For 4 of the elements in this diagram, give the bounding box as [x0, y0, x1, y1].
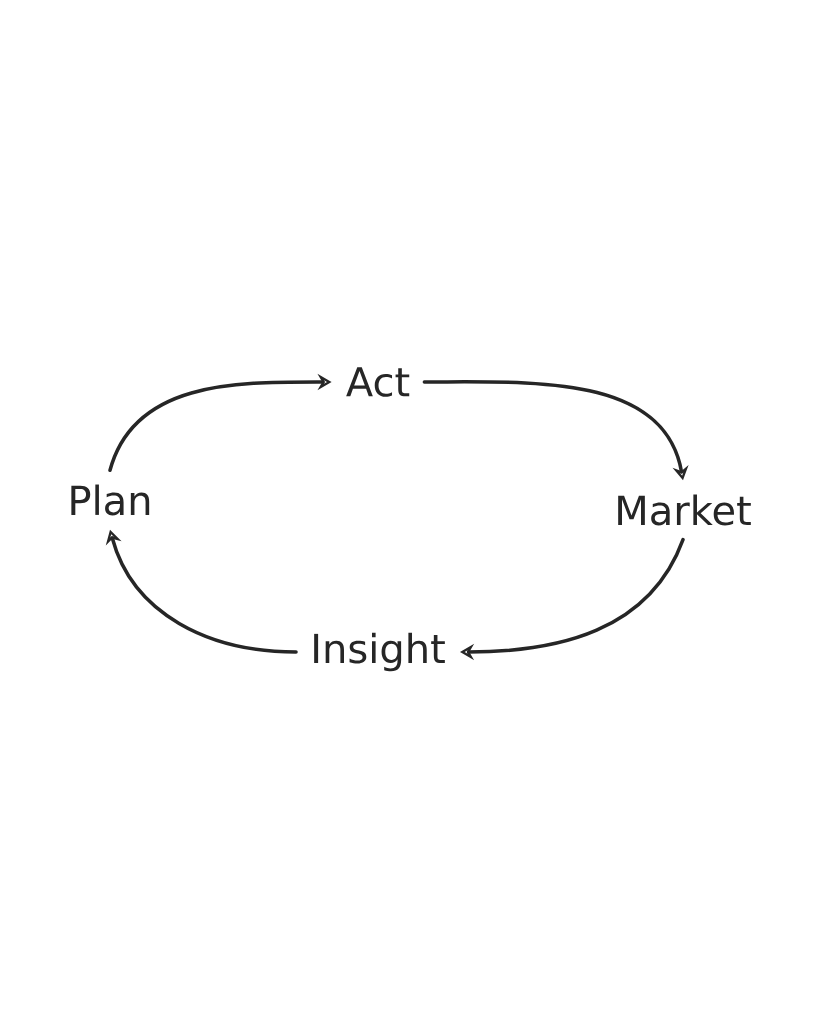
step-label: Insight: [314, 632, 445, 672]
step-label: Market: [618, 494, 751, 526]
step-label: Act: [346, 367, 410, 397]
step-label: Plan: [71, 484, 150, 516]
